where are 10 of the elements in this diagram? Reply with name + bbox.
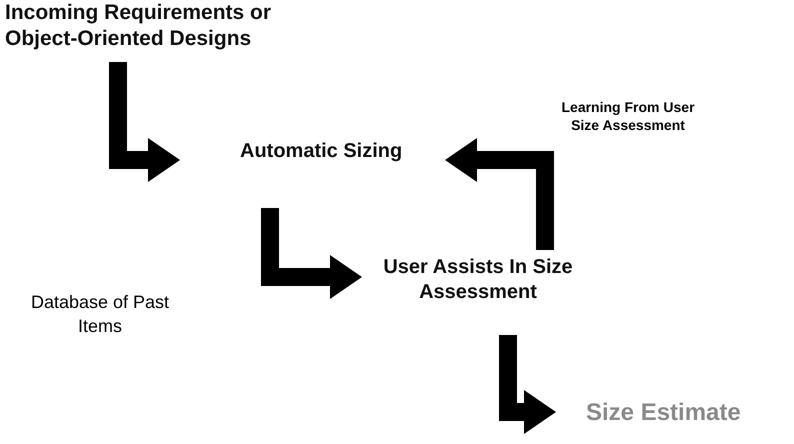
process-label: Automatic Sizing (240, 139, 404, 164)
bent-arrow (109, 62, 180, 182)
input-text: Incoming Requirements or Object-Oriented Designs (5, 0, 272, 52)
output-label: Size Estimate (586, 398, 742, 428)
bent-arrow (261, 208, 362, 299)
note-text: Database of Past Items (30, 291, 170, 338)
bent-arrow (499, 335, 556, 434)
edge-label: Learning From User Size Assessment (560, 98, 696, 134)
bent-arrow (445, 138, 554, 250)
process-label: User Assists In Size Assessment (382, 255, 574, 305)
